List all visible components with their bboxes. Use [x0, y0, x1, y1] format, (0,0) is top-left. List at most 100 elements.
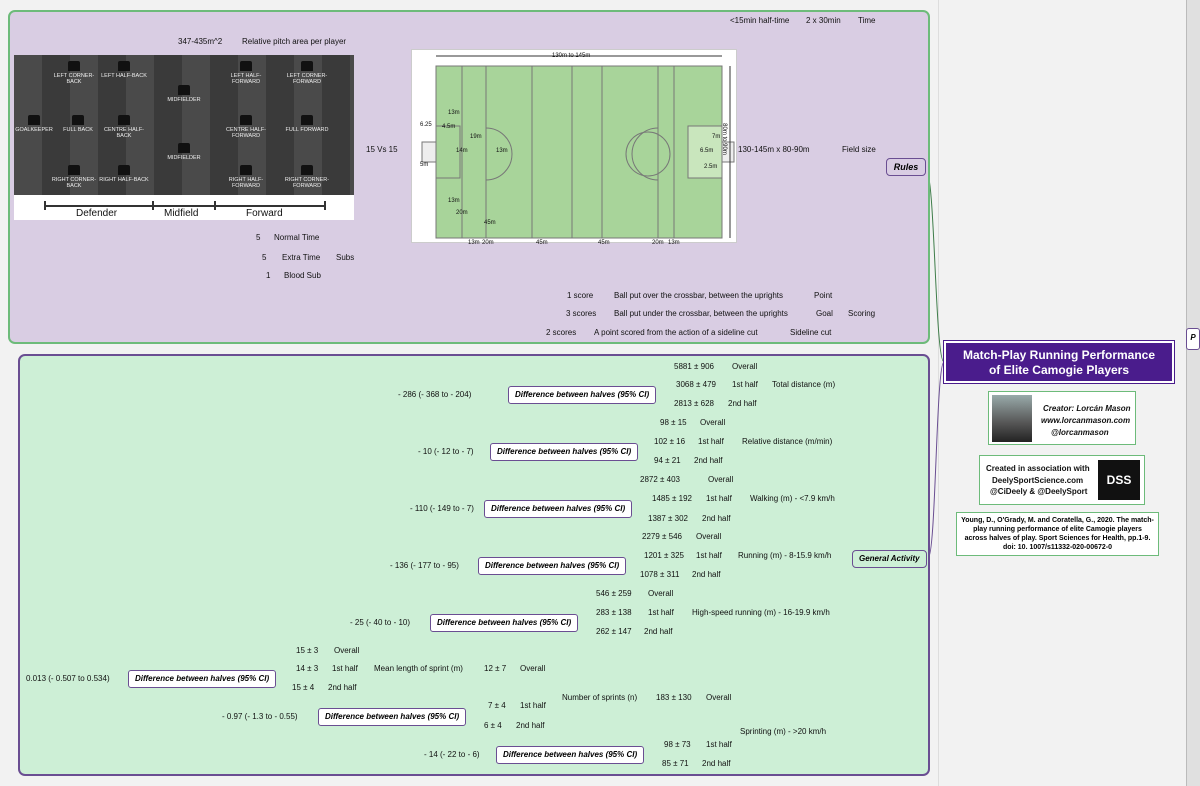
- pitch-axis-label: 13m: [668, 240, 680, 246]
- pitch-axis-label: 20m: [652, 240, 664, 246]
- ci-node[interactable]: Difference between halves (95% CI): [128, 670, 277, 688]
- value-overall: 12 ± 7: [484, 664, 507, 673]
- overall-label: Overall: [700, 418, 726, 427]
- zone-label: Forward: [246, 208, 283, 219]
- sub-type: Extra Time: [282, 253, 321, 262]
- h1-label: 1st half: [332, 664, 358, 673]
- value-overall: 2872 ± 403: [640, 475, 680, 484]
- ci-node[interactable]: Difference between halves (95% CI): [430, 614, 579, 632]
- pitch-measure: 6.25: [420, 122, 432, 128]
- ci-node[interactable]: Difference between halves (95% CI): [484, 500, 633, 518]
- position-label: RIGHT CORNER-BACK: [51, 177, 97, 189]
- general-activity-node[interactable]: General Activity: [852, 550, 927, 568]
- h2-label: 2nd half: [694, 456, 723, 465]
- ci-node[interactable]: Difference between halves (95% CI): [496, 746, 645, 764]
- value-h2: 85 ± 71: [662, 759, 689, 768]
- value-overall: 98 ± 15: [660, 418, 687, 427]
- creator-site[interactable]: www.lorcanmason.com: [1041, 416, 1131, 425]
- overall-label: Overall: [732, 362, 758, 371]
- pitch-axis-label: 45m: [536, 240, 548, 246]
- pitch-measure: 5m: [420, 162, 429, 168]
- h1-label: 1st half: [648, 608, 674, 617]
- value-h1: 3068 ± 479: [676, 380, 716, 389]
- pitch-measure: 13m: [448, 198, 460, 204]
- pitch-width-label: 80m to 90m: [720, 123, 727, 155]
- zone-label: Midfield: [164, 208, 199, 219]
- adjacent-panel-edge: [1186, 0, 1200, 786]
- score-desc: A point scored from the action of a side…: [594, 328, 758, 337]
- metric-label: Total distance (m): [772, 380, 836, 389]
- h2-label: 2nd half: [644, 627, 673, 636]
- h1-label: 1st half: [706, 494, 732, 503]
- creator-card: Creator: Lorcán Mason www.lorcanmason.co…: [988, 391, 1136, 445]
- field-size-label: Field size: [842, 145, 876, 154]
- value-h1: 283 ± 138: [596, 608, 632, 617]
- h1-label: 1st half: [520, 701, 546, 710]
- position-label: CENTRE HALF-FORWARD: [225, 127, 267, 139]
- pitch-measure: 4.5m: [442, 124, 456, 130]
- metric-label: Mean length of sprint (m): [374, 664, 463, 673]
- h2-label: 2nd half: [516, 721, 545, 730]
- sub-type: Blood Sub: [284, 271, 321, 280]
- diff-value: - 286 (- 368 to - 204): [398, 390, 472, 399]
- ci-node[interactable]: Difference between halves (95% CI): [508, 386, 657, 404]
- value-h2: 15 ± 4: [292, 683, 315, 692]
- overall-label: Overall: [648, 589, 674, 598]
- h2-label: 2nd half: [702, 759, 731, 768]
- assoc-site[interactable]: DeelySportScience.com: [992, 476, 1084, 485]
- main-title-node[interactable]: Match-Play Running Performance of Elite …: [943, 340, 1175, 384]
- metric-label: Sprinting (m) - >20 km/h: [740, 727, 827, 736]
- h1-label: 1st half: [698, 437, 724, 446]
- score-value: 3 scores: [566, 309, 597, 318]
- general-activity-panel: [18, 354, 930, 776]
- sub-type: Normal Time: [274, 233, 320, 242]
- metric-label: Walking (m) - <7.9 km/h: [750, 494, 835, 503]
- creator-handle[interactable]: @lorcanmason: [1051, 428, 1109, 437]
- score-type: Sideline cut: [790, 328, 832, 337]
- diff-value: - 25 (- 40 to - 10): [350, 618, 411, 627]
- h2-label: 2nd half: [692, 570, 721, 579]
- score-type: Point: [814, 291, 833, 300]
- time-label: Time: [858, 16, 876, 25]
- overall-label: Overall: [706, 693, 732, 702]
- pitch-measure: 19m: [470, 134, 482, 140]
- pitch-measure: 2.5m: [704, 164, 718, 170]
- position-label: LEFT CORNER-FORWARD: [286, 73, 328, 85]
- overall-label: Overall: [334, 646, 360, 655]
- position-label: LEFT HALF-BACK: [101, 73, 147, 79]
- metric-label: Running (m) - 8-15.9 km/h: [738, 551, 832, 560]
- value-h2: 1078 ± 311: [640, 570, 680, 579]
- sub-count: 5: [256, 233, 261, 242]
- h1-label: 1st half: [696, 551, 722, 560]
- value-h2: 1387 ± 302: [648, 514, 688, 523]
- pitch-length-label: 130m to 145m: [552, 53, 591, 59]
- value-h1: 7 ± 4: [488, 701, 506, 710]
- pitch-area-label: Relative pitch area per player: [242, 37, 347, 46]
- value-h2: 6 ± 4: [484, 721, 502, 730]
- h1-label: 1st half: [706, 740, 732, 749]
- value-h1: 14 ± 3: [296, 664, 319, 673]
- h2-label: 2nd half: [728, 399, 757, 408]
- metric-label: High-speed running (m) - 16-19.9 km/h: [692, 608, 830, 617]
- pitch-axis-label: 13m: [468, 240, 480, 246]
- ci-node[interactable]: Difference between halves (95% CI): [478, 557, 627, 575]
- dss-logo: DSS: [1098, 460, 1140, 500]
- pitch-measure: 14m: [456, 148, 468, 154]
- diff-value: - 14 (- 22 to - 6): [424, 750, 480, 759]
- score-desc: Ball put under the crossbar, between the…: [614, 309, 788, 318]
- metric-label: Relative distance (m/min): [742, 437, 833, 446]
- assoc-handles[interactable]: @CiDeely & @DeelySport: [990, 487, 1088, 496]
- ci-node[interactable]: Difference between halves (95% CI): [318, 708, 467, 726]
- divider: [938, 0, 939, 786]
- overall-label: Overall: [708, 475, 734, 484]
- pitch-measure: 20m: [456, 210, 468, 216]
- score-desc: Ball put over the crossbar, between the …: [614, 291, 783, 300]
- value-overall: 15 ± 3: [296, 646, 319, 655]
- rules-node[interactable]: Rules: [886, 158, 926, 176]
- pitch-axis-label: 45m: [598, 240, 610, 246]
- ci-node[interactable]: Difference between halves (95% CI): [490, 443, 639, 461]
- value-overall: 183 ± 130: [656, 693, 692, 702]
- h2-label: 2nd half: [328, 683, 357, 692]
- pitch-measure: 7m: [712, 134, 721, 140]
- association-card: Created in association with DeelySportSc…: [979, 455, 1145, 505]
